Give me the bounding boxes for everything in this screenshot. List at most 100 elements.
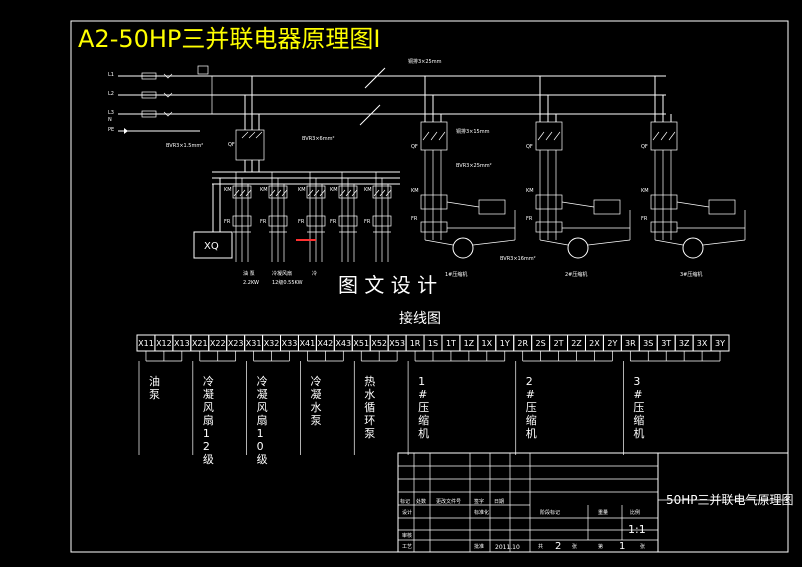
xq-label: XQ — [204, 241, 219, 252]
group-label-char: 缩 — [418, 414, 429, 427]
motor-labels: 油 泵 2.2KW 冷凝风扇 12级0.55KW 冷 — [243, 270, 317, 286]
group-label-char: 2 — [526, 375, 533, 388]
motor-power: 12级0.55KW — [272, 279, 303, 286]
terminal-label: X23 — [228, 339, 244, 348]
compressor-labels: 1#压缩机 2#压缩机 3#压缩机 — [445, 271, 702, 278]
group-label-char: 机 — [526, 426, 537, 440]
svg-text:更改文件号: 更改文件号 — [436, 498, 461, 505]
contactor-label: KM — [330, 187, 338, 193]
group-label-char: 环 — [364, 414, 375, 427]
motor-name: 油 泵 — [243, 270, 255, 277]
group-label-char: 热 — [364, 375, 375, 388]
terminal-group: 油泵 — [138, 351, 183, 455]
svg-text:批准: 批准 — [474, 543, 484, 550]
terminal-label: X32 — [264, 339, 280, 348]
group-label-char: 3 — [633, 375, 640, 388]
supply-lines: L1 L2 L3 N PE — [108, 65, 666, 134]
terminal-label: X41 — [300, 339, 316, 348]
svg-text:标准化: 标准化 — [474, 509, 489, 516]
breaker-qf — [420, 121, 448, 151]
terminal-label: 3T — [661, 339, 671, 348]
contactor-label: KM — [364, 187, 372, 193]
group-label-char: 循 — [364, 401, 375, 414]
svg-text:第: 第 — [598, 543, 603, 550]
group-label-char: 2 — [203, 440, 210, 453]
terminal-label: 2Z — [571, 339, 582, 348]
overload-fr — [268, 215, 288, 227]
terminal-label: 2X — [589, 339, 600, 348]
svg-text:阶段标记: 阶段标记 — [540, 509, 560, 516]
group-label-char: 1 — [203, 427, 210, 440]
overload-label: FR — [641, 216, 648, 222]
group-label-char: 凝 — [257, 387, 268, 401]
contactor-label: KM — [641, 188, 649, 194]
cable-label-comp2: BVR3×25mm² — [456, 163, 492, 169]
group-label-char: # — [526, 388, 535, 401]
phase-label: L2 — [108, 91, 114, 97]
svg-text:设计: 设计 — [402, 509, 412, 516]
overload-fr — [338, 215, 358, 227]
terminal-label: 3R — [625, 339, 636, 348]
svg-text:工艺: 工艺 — [402, 544, 412, 550]
overload-fr — [650, 221, 678, 233]
overload-fr — [306, 215, 326, 227]
terminal-label: 2T — [554, 339, 564, 348]
contactor-km — [306, 185, 326, 199]
svg-text:张: 张 — [572, 543, 577, 550]
motor-name: 冷 — [312, 270, 317, 277]
contactor-label: KM — [411, 188, 419, 194]
contactor-label: KM — [260, 187, 268, 193]
contactor-km — [268, 185, 288, 199]
group-label-char: 机 — [418, 426, 429, 440]
terminal-group: 1#压缩机 — [407, 351, 506, 455]
group-label-char: 冷 — [310, 375, 321, 388]
svg-text:标记: 标记 — [400, 498, 410, 505]
svg-text:张: 张 — [640, 543, 645, 550]
group-label-char: 油 — [149, 374, 160, 388]
terminal-label: 3Z — [679, 339, 690, 348]
breaker-qf — [650, 121, 678, 151]
terminal-label: X33 — [282, 339, 298, 348]
phase-label: L3 — [108, 110, 114, 116]
terminal-label: 3Y — [715, 339, 725, 348]
svg-text:日期: 日期 — [494, 499, 504, 505]
group-label-char: 水 — [364, 388, 375, 401]
terminal-label: X31 — [246, 339, 262, 348]
group-label-char: 风 — [257, 401, 268, 414]
compressor-label: 2#压缩机 — [565, 271, 587, 278]
group-label-char: 缩 — [633, 414, 644, 427]
terminal-label: X22 — [210, 339, 226, 348]
svg-text:处数: 处数 — [416, 498, 426, 505]
terminal-label: 1Z — [464, 339, 475, 348]
group-label-char: 缩 — [526, 414, 537, 427]
svg-text:比例: 比例 — [630, 509, 640, 516]
terminal-label: X42 — [318, 339, 334, 348]
overload-label: FR — [411, 216, 418, 222]
phase-label: PE — [108, 127, 114, 133]
terminal-label: X52 — [371, 339, 387, 348]
scale-value: 1:1 — [628, 523, 646, 536]
compressor-label: 1#压缩机 — [445, 271, 467, 278]
motor-branch: KM FR — [330, 172, 358, 262]
watermark-text: 图 文 设 计 — [338, 273, 437, 297]
breaker-label: QF — [526, 144, 533, 150]
contactor-km — [338, 185, 358, 199]
compressor-motor — [452, 237, 474, 259]
group-label-char: 级 — [203, 453, 214, 466]
overload-fr — [420, 221, 448, 233]
overload-label: FR — [330, 219, 337, 225]
overload-label: FR — [260, 219, 267, 225]
group-label-char: 泵 — [149, 388, 160, 401]
cable-label-branch: BVR3×1.5mm² — [166, 143, 203, 149]
terminal-label: X21 — [192, 339, 208, 348]
overload-fr — [372, 215, 392, 227]
